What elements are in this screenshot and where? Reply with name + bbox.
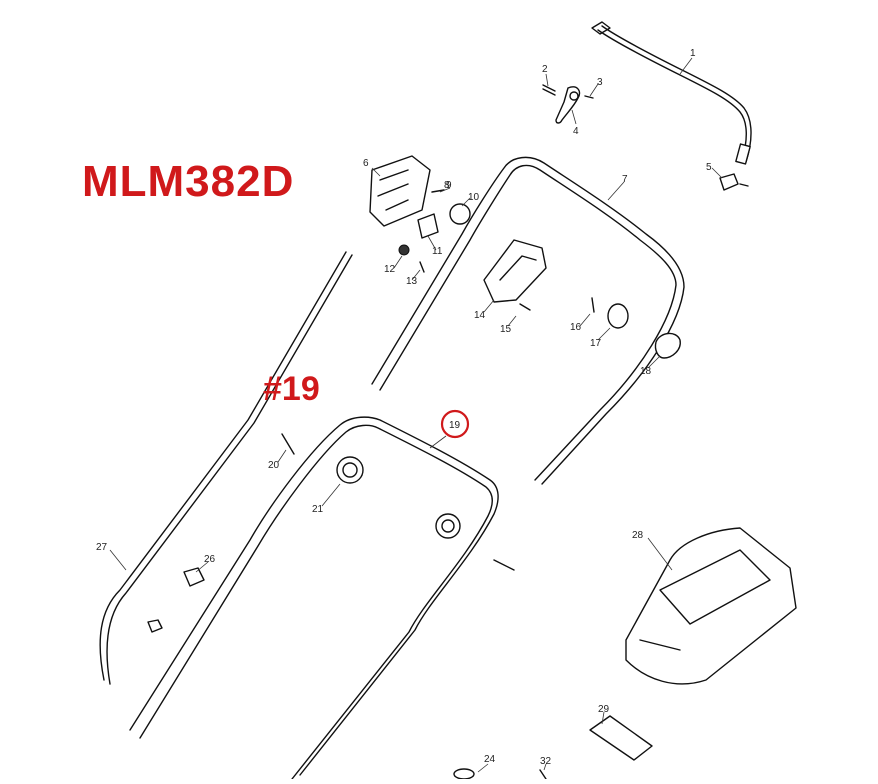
part-16-bolt [591,297,595,313]
part-4-lever [555,86,581,124]
part-small-clip [147,619,163,633]
part-12-nut [398,244,410,256]
label-24: 24 [484,754,496,765]
part-screw-right [493,559,515,571]
label-10: 10 [468,192,480,203]
label-6: 6 [363,158,369,169]
part-13-screw [419,261,425,273]
label-11: 11 [432,246,443,257]
part-6-switch-box [369,155,431,227]
part-11-block [417,213,439,239]
label-5: 5 [706,162,712,173]
part-15-screw [519,303,531,311]
label-21: 21 [312,504,324,515]
leader-lines [109,57,723,773]
label-27: 27 [96,542,108,553]
label-7: 7 [622,174,628,185]
label-26: 26 [204,554,216,565]
part-21b-knob [435,513,461,539]
part-5-clamp [719,173,749,191]
part-20-bolt [281,433,295,455]
label-19: 19 [449,420,461,431]
label-9: 9 [446,180,452,191]
part-callout: #19 [263,370,320,408]
label-29: 29 [598,704,610,715]
label-16: 16 [570,322,582,333]
part-21-knob [336,456,364,484]
part-1-control-bar [591,21,752,165]
label-20: 20 [268,460,280,471]
highlight-circle [440,409,470,439]
label-17: 17 [590,338,602,349]
part-18-knob [654,332,681,359]
part-3-screw [584,95,594,99]
part-19-lower-handle [129,416,499,780]
label-2: 2 [542,64,548,75]
part-24 [453,768,475,780]
part-2-bolt [542,84,556,96]
part-26-clip [183,567,205,587]
label-18: 18 [640,366,652,377]
part-9-screw [431,189,445,193]
part-32 [539,769,547,780]
label-4: 4 [573,126,579,137]
part-7-upper-handle [371,156,685,485]
part-number-labels: 1 2 3 4 5 6 7 8 9 10 11 12 13 14 15 16 1… [96,48,712,767]
label-13: 13 [406,276,418,287]
label-14: 14 [474,310,486,321]
part-14-control-box [483,239,547,303]
part-29-tube [589,715,653,761]
label-8: 8 [444,180,450,191]
label-1: 1 [690,48,696,59]
label-28: 28 [632,530,644,541]
part-10-knob [449,203,471,225]
label-32: 32 [540,756,552,767]
part-27-rod [99,251,353,685]
part-17-knob [607,303,629,329]
model-title: MLM382D [82,157,295,206]
label-3: 3 [597,77,603,88]
label-15: 15 [500,324,512,335]
label-12: 12 [384,264,396,275]
part-28-grass-cover [625,527,797,685]
